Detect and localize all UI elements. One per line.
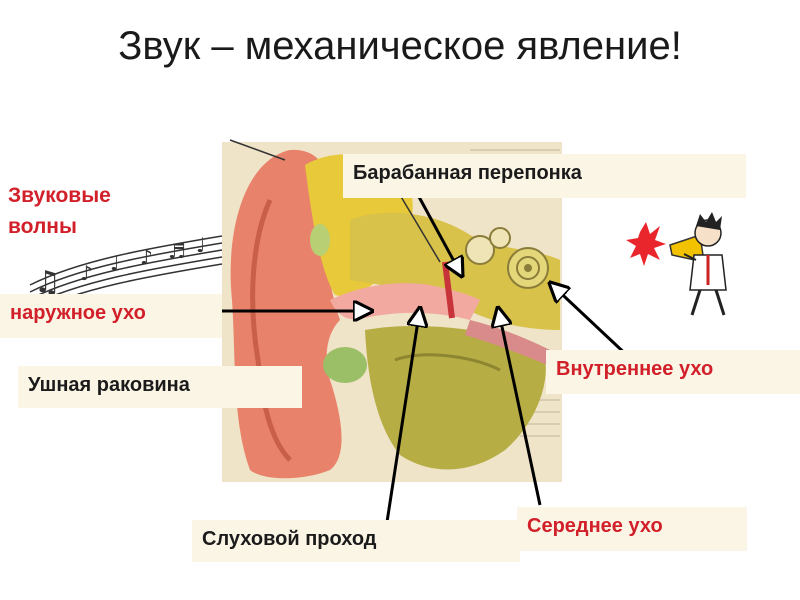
svg-text:♩: ♩ [196,233,205,257]
label-eardrum: Барабанная перепонка [343,154,746,198]
megaphone-man-icon [626,212,727,316]
label-sound-waves-line1: Звуковые [8,184,111,207]
arrow-ear-canal [385,308,420,523]
svg-text:♪: ♪ [140,245,153,269]
slide-title: Звук – механическое явление! [118,24,682,68]
arrow-middle-ear [498,308,542,506]
label-sound-waves: Звуковые волны [8,180,111,242]
arrow-inner-ear [550,283,634,362]
label-outer-ear: наружное ухо [0,294,222,338]
svg-text:♬: ♬ [168,239,186,263]
label-middle-ear: Середнее ухо [517,507,747,551]
label-auricle: Ушная раковина [18,366,302,408]
label-ear-canal: Слуховой проход [192,520,520,562]
label-inner-ear: Внутреннее ухо [546,350,800,394]
label-sound-waves-line2: волны [8,215,77,238]
svg-text:♩: ♩ [110,251,119,275]
arrow-eardrum [416,194,462,276]
pointer-arrows [222,194,634,523]
svg-text:♪: ♪ [80,261,93,285]
sound-waves-staff: ♫ ♪ ♩ ♪ ♬ ♩ [29,233,223,314]
